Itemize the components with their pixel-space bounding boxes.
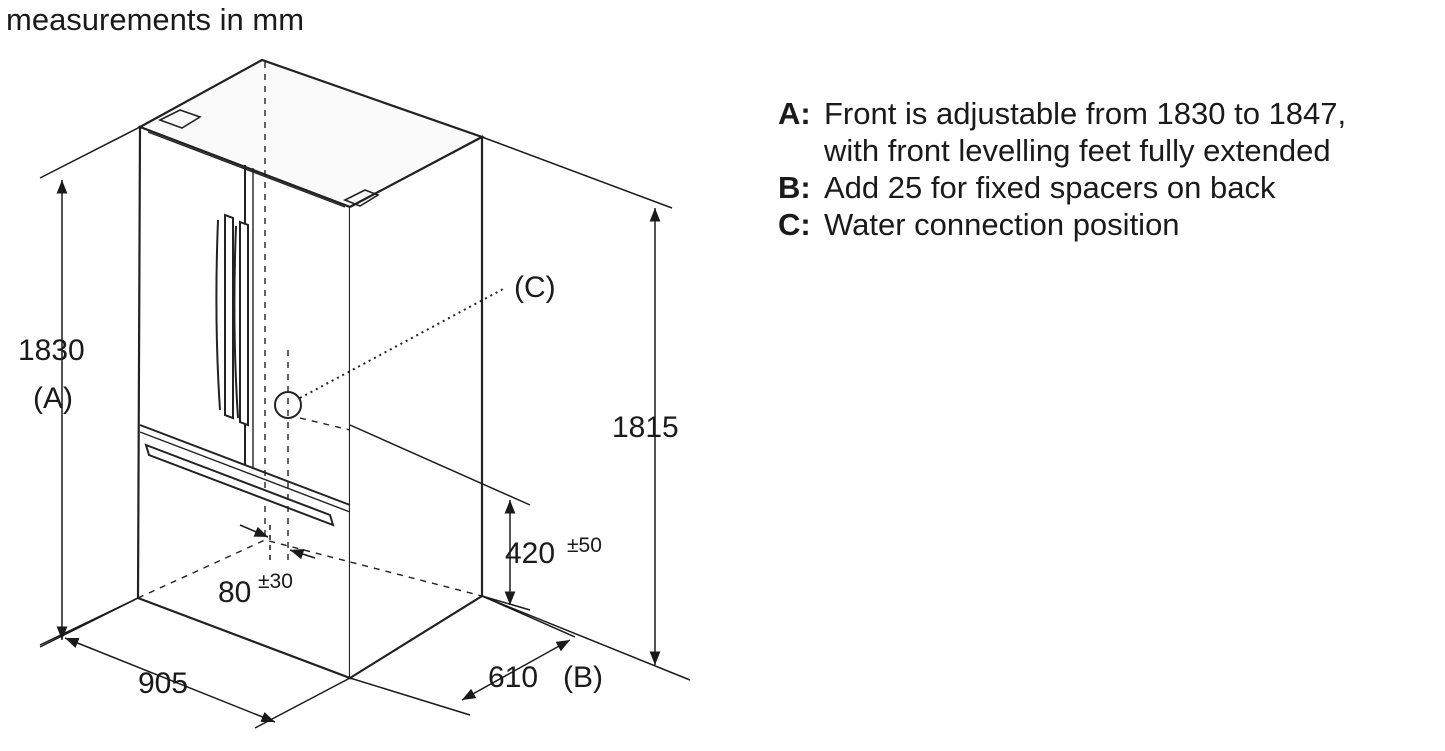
legend-line: Water connection position bbox=[824, 207, 1180, 242]
water-height-tolerance: ±50 bbox=[567, 534, 602, 557]
right-door-handle-bar bbox=[233, 225, 239, 419]
legend-line: with front levelling feet fully extended bbox=[824, 133, 1331, 168]
legend-line: Front is adjustable from 1830 to 1847, bbox=[824, 96, 1347, 131]
water-depth-dash bbox=[299, 417, 351, 431]
width-dim-line bbox=[64, 637, 276, 723]
drawer-line-2 bbox=[139, 431, 351, 513]
legend: A: Front is adjustable from 1830 to 1847… bbox=[778, 95, 1346, 243]
drawer-line bbox=[139, 424, 351, 506]
legend-line: Add 25 for fixed spacers on back bbox=[824, 170, 1276, 205]
hidden-bottom-edge bbox=[137, 539, 483, 599]
water-connection-label: (C) bbox=[514, 271, 556, 304]
width-value: 905 bbox=[138, 667, 188, 700]
height-front-extension-top bbox=[39, 126, 141, 179]
depth-extension-front bbox=[349, 677, 471, 716]
height-back-extension-top bbox=[481, 136, 673, 209]
dimension-lines bbox=[39, 126, 691, 729]
dimension-labels: 1830 (A) 1815 905 610 (B) 420 ±50 80 ±30… bbox=[18, 271, 679, 700]
right-door-handle bbox=[239, 220, 249, 427]
water-offset-tolerance: ±30 bbox=[258, 570, 293, 593]
water-offset-arrow-left bbox=[239, 524, 269, 538]
width-extension-left bbox=[39, 597, 139, 648]
depth-extension-back bbox=[481, 595, 576, 638]
depth-dim-line bbox=[461, 639, 571, 701]
depth-ref: (B) bbox=[563, 661, 603, 694]
fridge-body bbox=[136, 58, 485, 680]
side-face bbox=[349, 135, 484, 679]
height-back-value: 1815 bbox=[612, 411, 679, 444]
legend-text: Front is adjustable from 1830 to 1847, w… bbox=[824, 95, 1346, 169]
legend-item-c: C: Water connection position bbox=[778, 206, 1346, 243]
water-offset-value: 80 bbox=[218, 576, 251, 609]
water-offset-arrow-right bbox=[289, 548, 316, 560]
legend-key: C: bbox=[778, 207, 811, 242]
hinge-right bbox=[343, 189, 380, 207]
legend-item-b: B: Add 25 for fixed spacers on back bbox=[778, 169, 1346, 206]
units-caption: measurements in mm bbox=[6, 2, 305, 37]
top-front-trim bbox=[147, 131, 346, 208]
height-front-ref: (A) bbox=[33, 382, 73, 415]
hinge-left bbox=[157, 109, 202, 129]
water-dotted-leader bbox=[299, 287, 506, 399]
water-height-value: 420 bbox=[505, 537, 555, 570]
water-connection bbox=[274, 287, 506, 560]
left-door-handle bbox=[224, 213, 234, 420]
depth-value: 610 bbox=[488, 661, 538, 694]
water-height-base bbox=[481, 595, 531, 611]
legend-key: B: bbox=[778, 170, 811, 205]
legend-key: A: bbox=[778, 96, 811, 131]
height-back-extension-bottom bbox=[481, 595, 691, 681]
left-door-handle-bar bbox=[215, 219, 221, 411]
handles bbox=[144, 213, 335, 527]
height-front-value: 1830 bbox=[18, 334, 85, 367]
water-height-extension bbox=[349, 424, 531, 506]
legend-item-a: A: Front is adjustable from 1830 to 1847… bbox=[778, 95, 1346, 169]
drawer-handle bbox=[144, 443, 335, 527]
